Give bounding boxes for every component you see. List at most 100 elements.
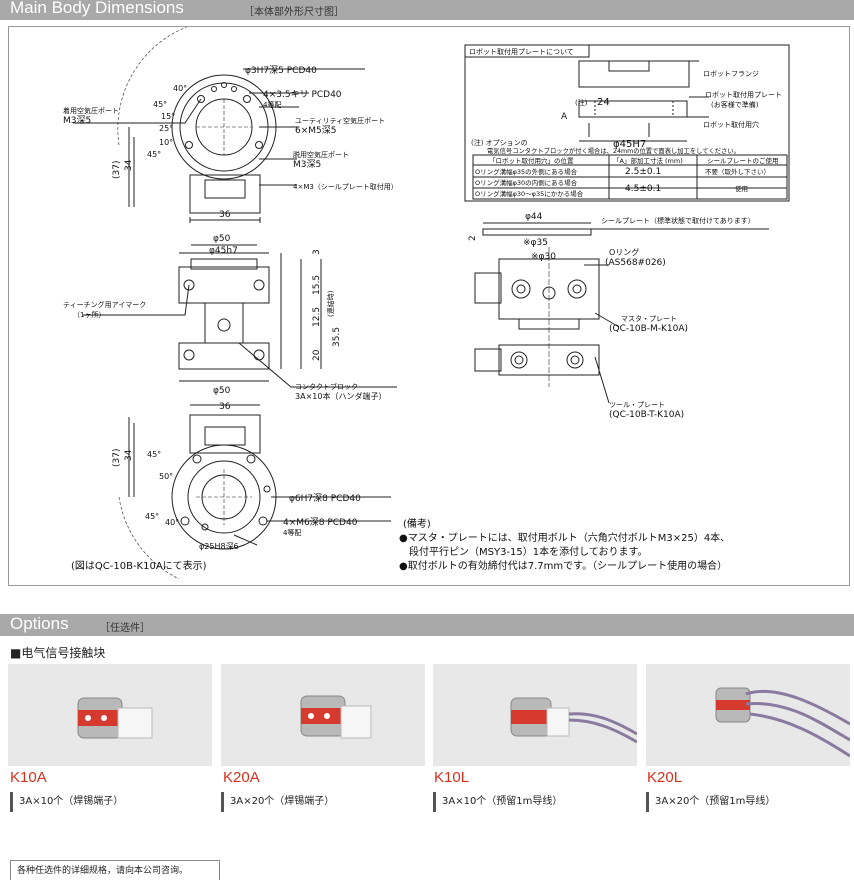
robot-dim-A: A [561,112,568,122]
clamp-port-label: 着用空気圧ポート [63,106,119,115]
dimension-drawing-frame: φ3H7深5 PCD40 4×3.5キリ PCD40 4等配 着用空気圧ポート … [8,18,850,586]
robot-hole-label: ロボット取付用穴 [703,120,759,129]
seal-d44: φ44 [525,212,543,222]
robot-dim-d45: φ45H7 [613,139,646,150]
robot-plate-sub: (お客様で準備) [711,100,759,109]
table-r23-c2: 4.5±0.1 [625,184,661,194]
remarks-line-3: ●取付ボルトの有効締付代は7.7mmです。（シールプレート使用の場合） [399,559,727,572]
product-image-graphic [510,697,637,744]
top-dim-37: (37) [112,161,122,179]
top-angle-25: 25° [159,124,173,133]
table-r23-c3: 使用 [735,184,748,193]
top-pcd40-label: φ3H7深5 PCD40 [245,65,317,76]
side-v125: 12.5 [312,307,322,327]
side-d50-top: φ50 [213,234,231,244]
tool-plate-label: ツール・プレート [609,401,665,409]
option-desc-k20a: 3A×20个（焊锡端子） [221,792,334,812]
top-angle-40: 40° [173,84,187,93]
option-code-k10l: K10L [434,769,470,786]
tool-plate-code: (QC-10B-T-K10A) [609,410,684,420]
contact-block-label: コンタクトブロック [295,382,358,391]
option-code-k10a: K10A [10,769,47,786]
master-plate-code: (QC-10B-M-K10A) [609,324,688,334]
product-image-graphic [300,695,372,739]
table-r1-c2: 2.5±0.1 [625,167,661,177]
product-image-k20a [221,664,425,766]
m3-seal-label: 4×M3（シールプレート取付用） [293,182,398,191]
bottom-angle-50: 50° [159,472,173,481]
section-header-dimensions: Main Body Dimensions ［本体部外形尺寸图］ [0,0,854,20]
table-header-seal: シールプレートのご使用 [707,156,779,165]
option-code-k20a: K20A [223,769,260,786]
table-r1-c3: 不要（取外し下さい） [705,167,770,176]
seal-v2: 2 [468,235,478,241]
robot-note-2: 電気信号コンタクトブロックが付く場合は、24mmの位置で面表し加工をしてください… [487,146,740,155]
table-header-position: 「ロボット取付用穴」の位置 [489,156,574,165]
options-heading: ■电气信号接触块 [10,646,106,660]
utility-port-size: 6×M5深5 [295,125,337,136]
side-locked: (連結時) [326,290,335,317]
bottom-angle-45b: 45° [145,512,159,521]
bottom-d25-label: φ25H8深6 [199,542,239,551]
table-r2-c1: Oリング溝幅φ30の内側にある場合 [475,178,578,187]
oring-label: Oリング [609,247,639,257]
robot-flange-label: ロボットフランジ [703,70,759,78]
clamp-port-size: M3深5 [63,115,91,126]
remarks-line-2: 段付平行ピン（MSY3-15）1本を添付しております。 [409,545,648,558]
top-angle-45b: 45° [147,150,161,159]
table-r3-c1: Oリング溝幅φ30～φ35にかかる場合 [475,189,584,198]
side-v155: 15.5 [312,275,322,295]
product-image-k10l [433,664,637,766]
bottom-m6-label: 4×M6深8 PCD40 [283,517,358,528]
bottom-m6-sub: 4等配 [283,528,301,537]
robot-plate-title: ロボット取付用プレートについて [469,47,574,56]
options-title: Options [10,614,69,633]
robot-note-mark: (注) [575,98,588,107]
bottom-angle-45a: 45° [147,450,161,459]
section-title: Main Body Dimensions [10,0,184,17]
side-v3: 3 [312,249,322,255]
seal-d30: ※φ30 [531,252,556,262]
teaching-mark-label: ティーチング用アイマーク [63,300,146,309]
side-v355: 35.5 [332,327,342,347]
utility-port-label: ユーティリティ空気圧ポート [295,116,385,125]
robot-dim-24: 24 [597,97,610,108]
option-code-k20l: K20L [647,769,683,786]
section-header-options: Options ［任选件］ [0,614,854,636]
product-image-graphic [77,697,153,739]
teaching-mark-sub: （1ヶ所） [73,310,105,319]
product-image-graphic [715,687,850,758]
bottom-angle-40: 40° [165,518,179,527]
section-subtitle: ［本体部外形尺寸图］ [244,7,344,18]
dimension-drawing: φ3H7深5 PCD40 4×3.5キリ PCD40 4等配 着用空気圧ポート … [63,18,790,580]
option-desc-k20l: 3A×20个（预留1m导线） [646,792,775,812]
oring-sub: (AS568#026) [605,258,666,268]
bottom-dim-36: 36 [219,402,231,412]
top-angle-10: 10° [159,138,173,147]
robot-plate-label: ロボット取付用プレート [705,90,782,99]
product-image-k10a [8,664,212,766]
top-dim-36: 36 [219,210,231,220]
bottom-dim-37: (37) [112,449,122,467]
product-image-k20l [646,664,850,766]
top-holes-sub: 4等配 [263,100,281,109]
side-d45: φ45h7 [209,246,238,256]
remarks-title: (備考) [403,517,431,530]
master-plate-label: マスタ・プレート [621,314,677,323]
side-d50-bottom: φ50 [213,386,231,396]
release-port-size: M3深5 [293,159,321,170]
options-subtitle: ［任选件］ [100,623,150,634]
bottom-dim-34: 34 [124,449,134,461]
options-footer-note: 各种任选件的详细规格，请向本公司咨询。 [10,860,220,880]
top-dim-34: 34 [124,159,134,171]
release-port-label: 脱用空気圧ポート [293,150,349,159]
option-desc-k10a: 3A×10个（焊锡端子） [10,792,123,812]
table-header-a: 「A」部加工寸法 (mm) [613,156,683,165]
contact-block-sub: 3A×10本（ハンダ端子） [295,391,386,401]
option-desc-k10l: 3A×10个（预留1m导线） [433,792,562,812]
seal-plate-label: シールプレート（標準状態で取付けてあります） [601,216,755,225]
robot-note-1: (注) オプションの [471,138,528,147]
remarks-line-1: ●マスタ・プレートには、取付用ボルト（六角穴付ボルトM3×25）4本、 [399,531,730,544]
top-holes-label: 4×3.5キリ PCD40 [263,90,342,100]
top-angle-15: 15° [161,112,175,121]
